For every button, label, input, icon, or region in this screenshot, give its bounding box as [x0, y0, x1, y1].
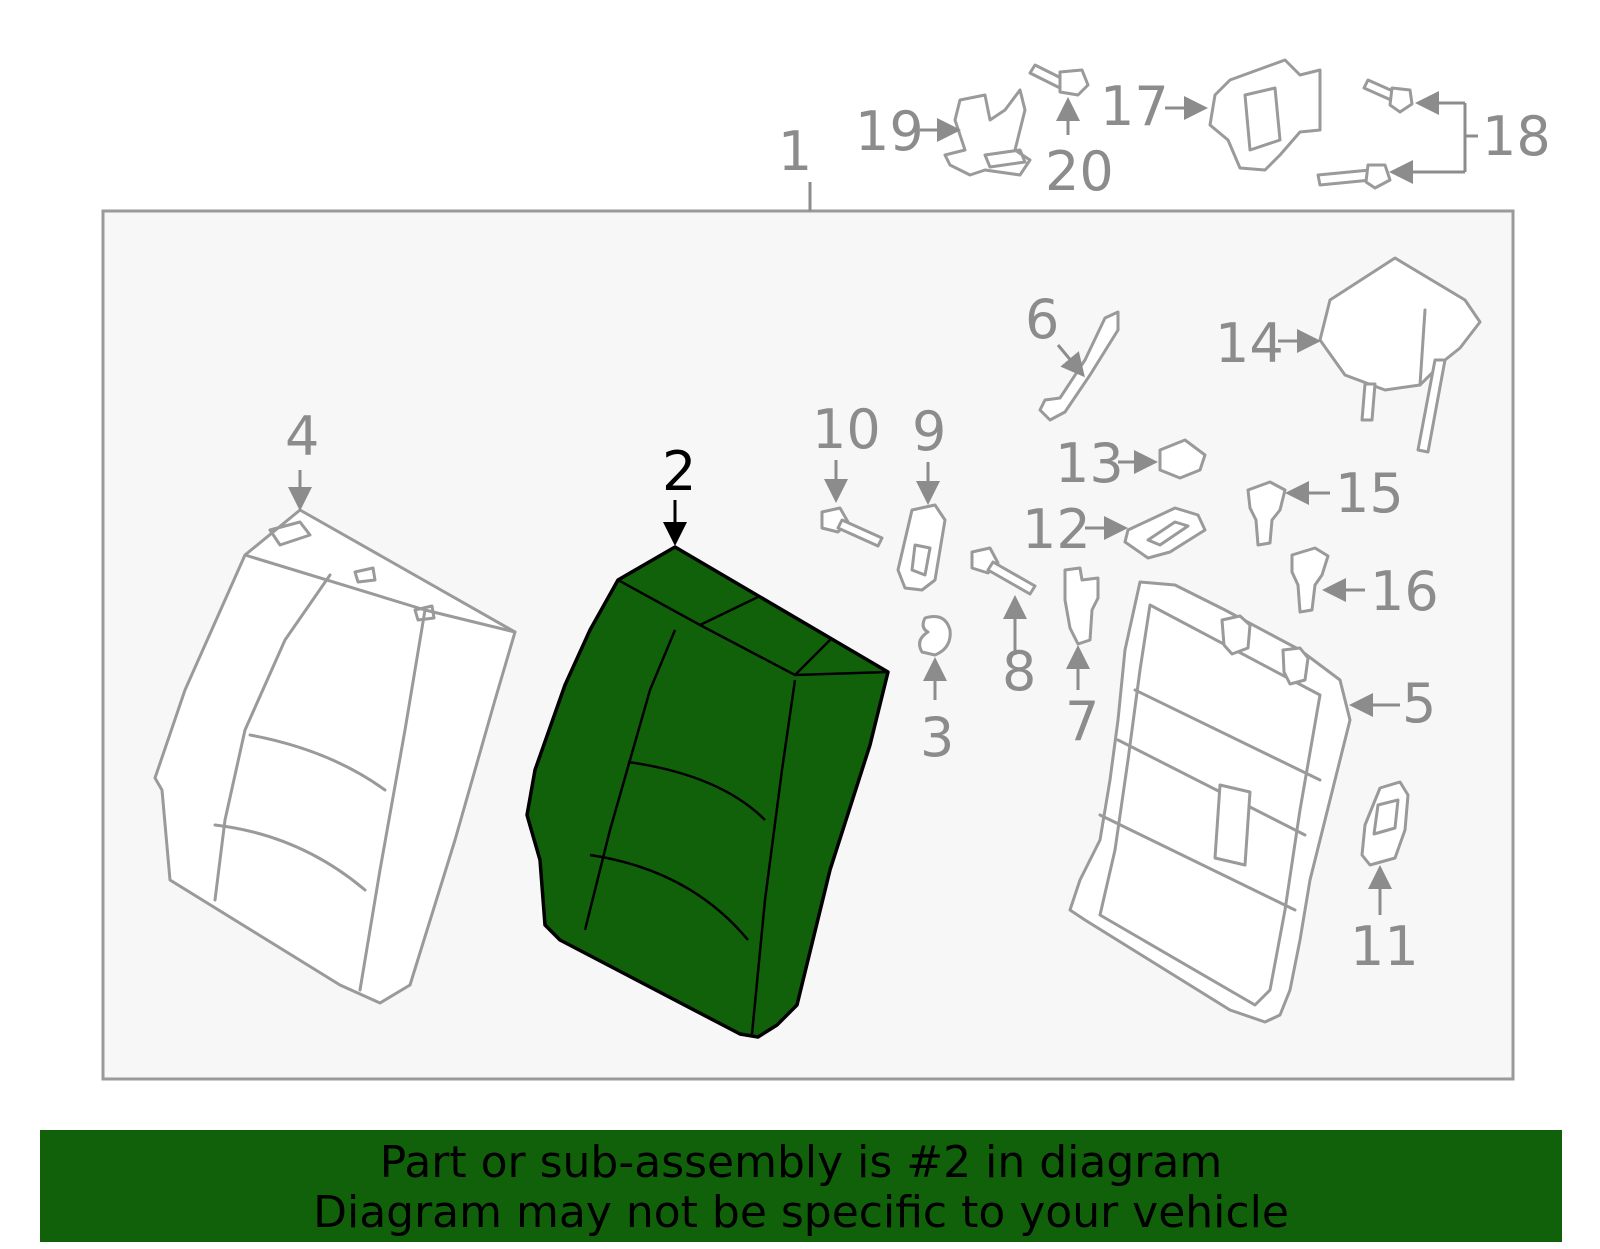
- part-10-bolt: [820, 506, 884, 548]
- part-14-headrest: [1318, 256, 1482, 454]
- part-8-bolt: [970, 546, 1037, 596]
- callout-2[interactable]: 2: [662, 440, 696, 503]
- part-4-seat-cover: [153, 508, 517, 1005]
- banner-line-1: Part or sub-assembly is #2 in diagram: [379, 1137, 1223, 1188]
- part-12-cover: [1123, 506, 1207, 560]
- callout-16[interactable]: 16: [1370, 560, 1439, 623]
- part-6-trim-strip: [1038, 310, 1120, 422]
- part-18-bolts: [1316, 78, 1414, 190]
- callout-20[interactable]: 20: [1045, 140, 1114, 203]
- callout-13[interactable]: 13: [1055, 432, 1124, 495]
- parts-diagram: 1 19 20 17 18 4: [101, 58, 1551, 1081]
- callout-7[interactable]: 7: [1065, 690, 1099, 753]
- part-15-headrest-guide: [1246, 480, 1287, 547]
- callout-10[interactable]: 10: [812, 398, 881, 461]
- part-7-bracket: [1063, 566, 1100, 646]
- part-20-bolt: [1028, 63, 1090, 97]
- callout-6[interactable]: 6: [1025, 288, 1059, 351]
- callout-18[interactable]: 18: [1482, 105, 1551, 168]
- part-17-latch: [1208, 58, 1322, 172]
- callout-19[interactable]: 19: [855, 100, 924, 163]
- callout-17[interactable]: 17: [1100, 75, 1169, 138]
- part-11-switch: [1360, 780, 1410, 867]
- callout-15[interactable]: 15: [1335, 462, 1404, 525]
- callout-11[interactable]: 11: [1350, 915, 1419, 978]
- callout-3[interactable]: 3: [920, 706, 954, 769]
- banner-line-2: Diagram may not be specific to your vehi…: [313, 1187, 1289, 1238]
- callout-4[interactable]: 4: [285, 405, 319, 468]
- part-13-cap: [1158, 438, 1207, 480]
- callout-9[interactable]: 9: [912, 400, 946, 463]
- info-banner: Part or sub-assembly is #2 in diagram Di…: [40, 1130, 1562, 1242]
- part-16-headrest-guide: [1290, 546, 1330, 614]
- callout-12[interactable]: 12: [1022, 498, 1091, 561]
- part-2-seat-back-pad[interactable]: [525, 545, 890, 1039]
- part-9-clip: [896, 503, 947, 592]
- part-5-seat-back-frame: [1068, 580, 1352, 1024]
- callout-5[interactable]: 5: [1402, 672, 1436, 735]
- callout-8[interactable]: 8: [1002, 640, 1036, 703]
- callout-1[interactable]: 1: [778, 120, 812, 183]
- part-19-bracket: [943, 88, 1032, 177]
- part-3-clip-nut: [918, 615, 952, 657]
- callout-14[interactable]: 14: [1215, 312, 1284, 375]
